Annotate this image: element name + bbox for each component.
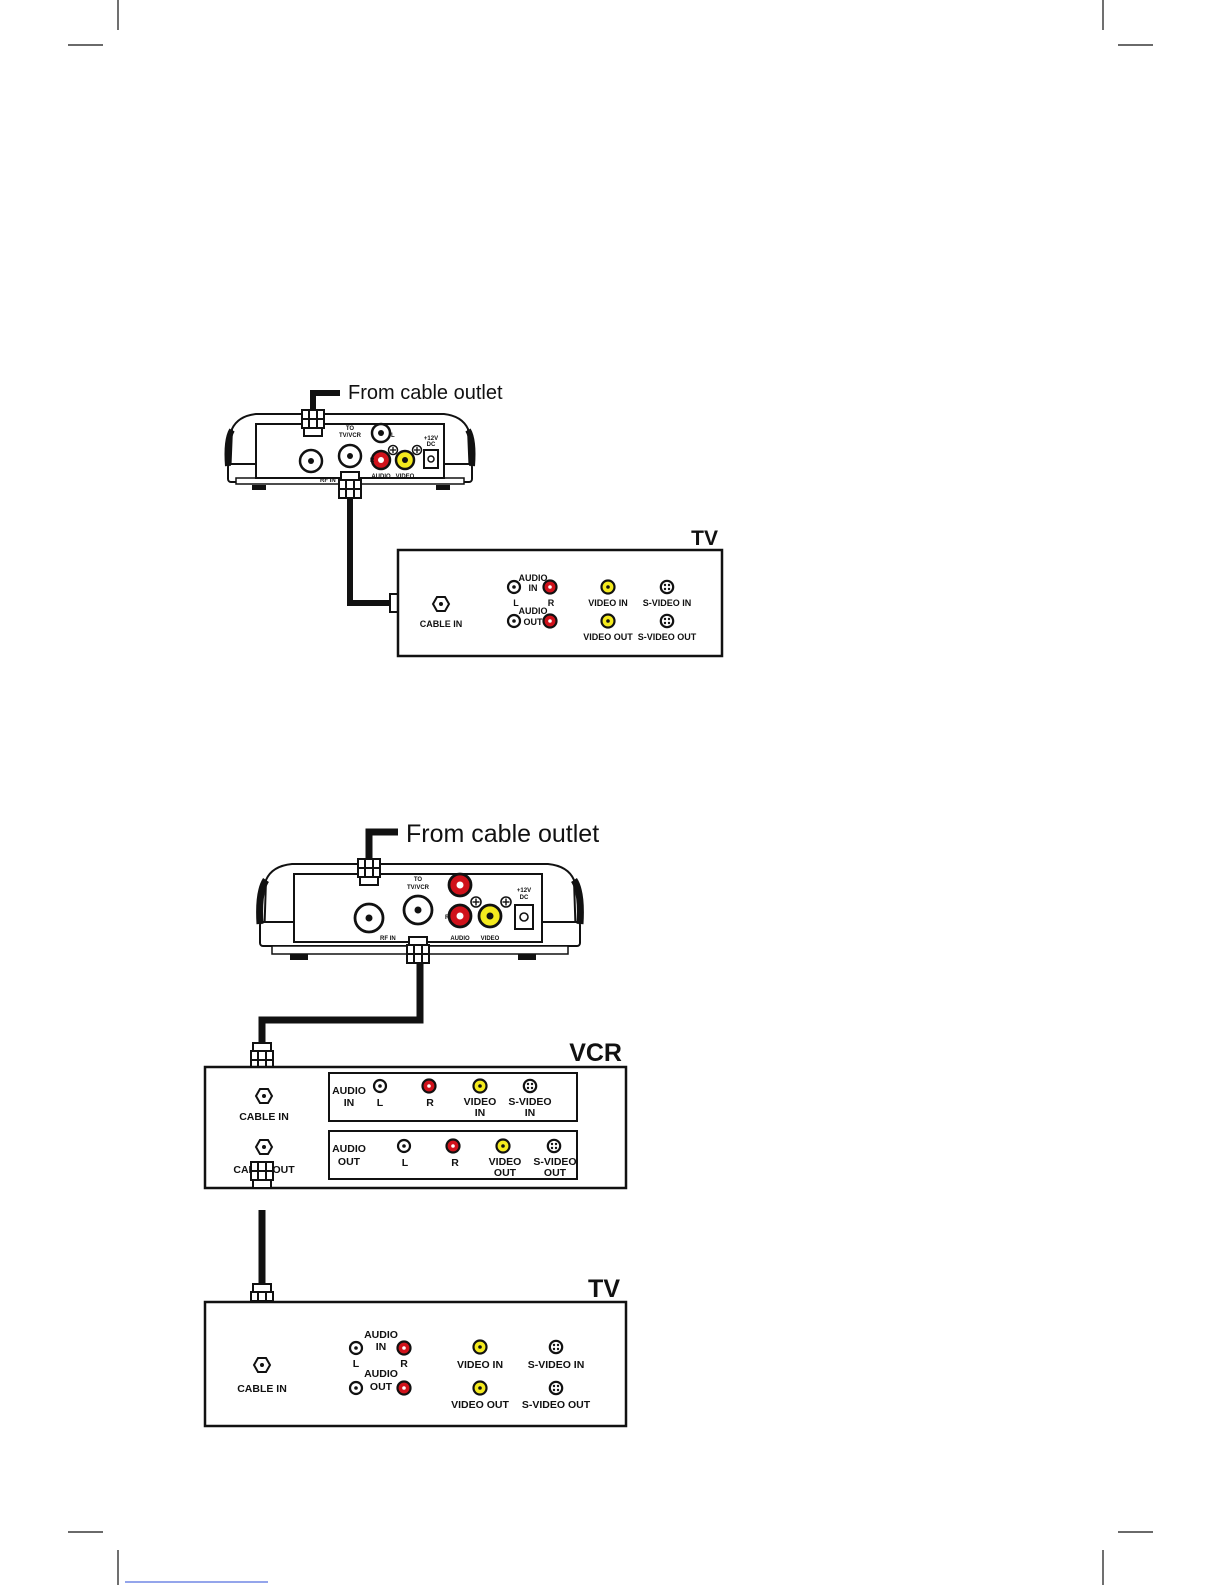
outlet-label-2: From cable outlet bbox=[406, 820, 599, 848]
tv-right-label: R bbox=[548, 598, 555, 608]
tv-svideo-out-label: S-VIDEO OUT bbox=[638, 632, 697, 642]
vcr-in-right-label: R bbox=[426, 1097, 434, 1109]
box-right-mark: R bbox=[370, 458, 375, 464]
diagram-box-to-tv: From cable outlet RF IN TO TV/VCR L bbox=[224, 382, 724, 658]
tv-audio-in-label-line1: AUDIO bbox=[519, 573, 548, 583]
box-video-label: VIDEO bbox=[396, 474, 415, 480]
vcr-out-right-label: R bbox=[451, 1157, 459, 1169]
vcr-out-left-label: L bbox=[402, 1157, 409, 1169]
vcr-svideo-out-label-line1: S-VIDEO bbox=[533, 1156, 576, 1168]
tv2-audio-out-label-line2: OUT bbox=[370, 1381, 393, 1393]
vcr-video-in-label-line1: VIDEO bbox=[464, 1096, 497, 1108]
vcr-title: VCR bbox=[569, 1039, 622, 1067]
box2-video-label: VIDEO bbox=[481, 936, 500, 942]
tv-video-out-label: VIDEO OUT bbox=[583, 632, 633, 642]
outlet-label: From cable outlet bbox=[348, 382, 503, 404]
vcr-svideo-in-label-line2: IN bbox=[525, 1107, 536, 1119]
tv-left-label: L bbox=[513, 598, 519, 608]
tv-audio-out-label-line1: AUDIO bbox=[519, 606, 548, 616]
tv2-cable-in-label: CABLE IN bbox=[237, 1383, 287, 1395]
tv-audio-in-label-line2: IN bbox=[529, 583, 538, 593]
rf-in-label-2: RF IN bbox=[380, 936, 396, 942]
outlet-cable bbox=[310, 390, 340, 416]
diagram-box-to-vcr-to-tv: From cable outlet RF IN TO TV/VCR bbox=[203, 820, 628, 1428]
tv2-audio-in-label-line1: AUDIO bbox=[364, 1329, 398, 1341]
tv2-video-in-label: VIDEO IN bbox=[457, 1359, 503, 1371]
vcr-audio-out-label-line1: AUDIO bbox=[332, 1143, 366, 1155]
box-left-mark: L bbox=[391, 433, 395, 439]
vcr-video-in-label-line2: IN bbox=[475, 1107, 486, 1119]
vcr-cable-in-label: CABLE IN bbox=[239, 1111, 289, 1123]
tv-panel-1: TV CABLE IN AUDIO IN L R AUDIO OUT VIDEO… bbox=[396, 527, 724, 658]
vcr-in-left-label: L bbox=[377, 1097, 384, 1109]
vcr-video-out-label-line1: VIDEO bbox=[489, 1156, 522, 1168]
tv2-audio-in-label-line2: IN bbox=[376, 1341, 387, 1353]
box2-audio-label: AUDIO bbox=[450, 936, 470, 942]
box2-dc-label-line2: DC bbox=[520, 895, 529, 901]
outlet-cable-2 bbox=[365, 828, 398, 862]
tv-audio-out-label-line2: OUT bbox=[524, 617, 544, 627]
box-dc-label-line1: +12V bbox=[424, 436, 438, 442]
vcr-audio-out-label-line2: OUT bbox=[338, 1156, 361, 1168]
to-tv-vcr-label-line2: TV/VCR bbox=[339, 433, 362, 439]
box-audio-label: AUDIO bbox=[371, 474, 391, 480]
tv-cable-in-label: CABLE IN bbox=[420, 619, 463, 629]
crop-marks bbox=[68, 0, 1153, 1585]
vcr-video-out-label-line2: OUT bbox=[494, 1167, 517, 1179]
to-tv-vcr-label-line1: TO bbox=[346, 426, 355, 432]
vcr-svideo-out-label-line2: OUT bbox=[544, 1167, 567, 1179]
tv2-title: TV bbox=[588, 1275, 620, 1303]
box2-dc-label-line1: +12V bbox=[517, 888, 531, 894]
vcr-audio-in-label-line2: IN bbox=[344, 1097, 355, 1109]
tv2-left-label: L bbox=[353, 1358, 360, 1370]
tv-title: TV bbox=[691, 527, 718, 550]
coax-cable-box-to-vcr bbox=[258, 963, 424, 1045]
tv2-video-out-label: VIDEO OUT bbox=[451, 1399, 509, 1411]
tv-panel-2: TV CABLE IN AUDIO IN L R AUDIO OUT VIDEO… bbox=[203, 1275, 628, 1428]
tv2-svideo-out-label: S-VIDEO OUT bbox=[522, 1399, 591, 1411]
vcr-audio-in-label-line1: AUDIO bbox=[332, 1085, 366, 1097]
tv-cable-in-jack bbox=[432, 596, 450, 612]
tv-svideo-in-label: S-VIDEO IN bbox=[643, 598, 692, 608]
vcr-svideo-in-label-line1: S-VIDEO bbox=[508, 1096, 551, 1108]
tv2-audio-out-label-line1: AUDIO bbox=[364, 1368, 398, 1380]
box2-right-mark: R bbox=[445, 915, 450, 921]
tv2-svideo-in-label: S-VIDEO IN bbox=[528, 1359, 585, 1371]
tv-video-in-label: VIDEO IN bbox=[588, 598, 628, 608]
coax-cable-box-to-tv bbox=[347, 498, 390, 606]
rf-in-label: RF IN bbox=[320, 478, 336, 484]
to-tv-vcr-label-2-line1: TO bbox=[414, 877, 423, 883]
tv2-right-label: R bbox=[400, 1358, 408, 1370]
box-dc-label-line2: DC bbox=[427, 442, 436, 448]
to-tv-vcr-label-2-line2: TV/VCR bbox=[407, 885, 430, 891]
vcr-panel: VCR CABLE IN CABLE OUT AUDIO IN L R VIDE… bbox=[203, 1039, 628, 1190]
